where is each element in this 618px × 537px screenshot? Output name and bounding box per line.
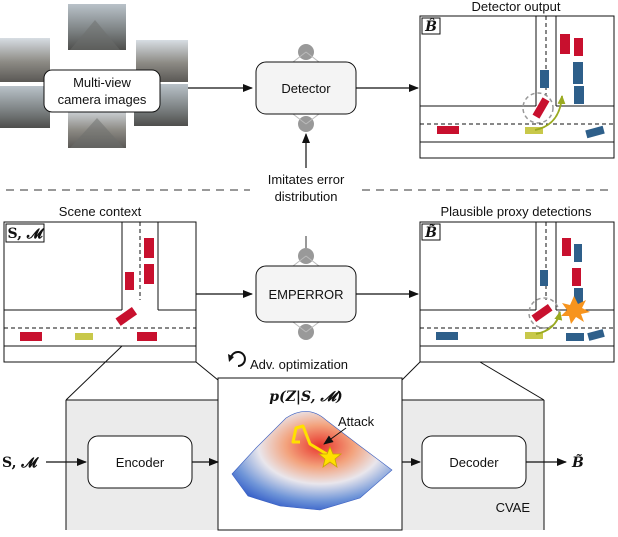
cvae-label: CVAE [496,500,531,515]
camera-image-front-left [0,38,50,82]
camera-image-back-left [0,86,50,128]
cvae-output-symbol: B̃ [571,453,584,471]
imitates-label-line1: Imitates error [268,172,345,187]
detector-output-symbol: B̂ [424,17,437,35]
camera-images-label-box [43,69,161,113]
latent-distribution-label: p(Z|S, 𝓜) [269,389,342,405]
latent-surface [231,411,393,511]
detector-network: Detector [255,44,357,132]
camera-images-label-line2: camera images [58,92,147,107]
scene-context-title: Scene context [59,204,142,219]
camera-images-label-line1: Multi-view [73,75,131,90]
attack-label: Attack [338,414,375,429]
proxy-detections-panel: B̃ [419,221,615,363]
adv-optimization: Adv. optimization [228,351,348,372]
detector-output-title: Detector output [472,0,561,14]
emperror-label: EMPERROR [268,287,343,302]
scene-context-symbol: S, 𝓜 [7,226,44,242]
attack-star-icon [317,445,343,468]
proxy-symbol: B̃ [424,223,437,241]
cvae-input-symbol: S, 𝓜 [2,455,39,471]
refresh-cycle-icon [228,351,246,367]
adv-optimization-label: Adv. optimization [250,357,348,372]
proxy-title: Plausible proxy detections [440,204,592,219]
detector-label: Detector [281,81,331,96]
emperror-network: EMPERROR [255,236,357,340]
collision-burst-icon [561,296,590,324]
scene-context-panel: S, 𝓜 [3,221,197,363]
camera-images-collage: Multi-view camera images [0,4,188,148]
imitates-label-line2: distribution [275,189,338,204]
encoder-label: Encoder [116,455,165,470]
decoder-label: Decoder [449,455,499,470]
detector-output-panel: B̂ [419,15,615,159]
latent-space-box: p(Z|S, 𝓜) Attack [217,377,403,531]
